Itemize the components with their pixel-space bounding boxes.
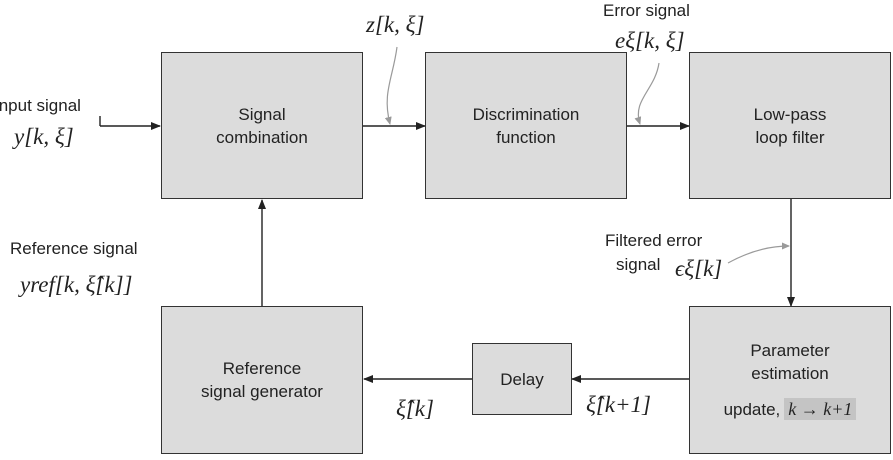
reference-generator-line1: Reference xyxy=(222,359,302,378)
discrimination-line1: Discrimination xyxy=(472,104,580,124)
error-signal-pointer xyxy=(634,62,660,125)
filtered-error-label-line1: Filtered error xyxy=(605,231,703,250)
update-expression: k → k+1 xyxy=(784,398,857,420)
filtered-error-expression: ϵξ[k] xyxy=(675,256,723,281)
signal-combination-block: Signal combination xyxy=(161,52,363,199)
loop-filter-line1: Low-pass xyxy=(753,104,827,124)
combined-signal-expression: z[k, ξ] xyxy=(366,12,425,37)
parameter-estimation-line1: Parameter xyxy=(750,341,830,360)
estimate-next-expression: ξ̂[k+1] xyxy=(586,392,651,417)
parameter-estimation-line2: estimation xyxy=(751,364,829,383)
discrimination-line2: function xyxy=(496,127,556,147)
loop-filter-line2: loop filter xyxy=(755,127,825,147)
reference-signal-expression: yref[k, ξ̂[k]] xyxy=(20,272,133,297)
update-label: update, xyxy=(723,400,781,419)
reference-generator-block: Reference signal generator xyxy=(161,306,363,454)
signal-combination-line2: combination xyxy=(216,127,308,147)
update-rule: update,k → k+1 xyxy=(724,398,857,421)
delay-block: Delay xyxy=(472,343,572,415)
discrimination-block: Discrimination function xyxy=(425,52,627,199)
input-signal-expression: y[k, ξ] xyxy=(14,124,74,149)
filtered-signal-pointer xyxy=(727,242,790,264)
filtered-error-label-line2: signal xyxy=(616,255,661,274)
signal-combination-line1: Signal xyxy=(238,104,286,124)
delay-label: Delay xyxy=(500,369,544,389)
parameter-estimation-block: Parameter estimation update,k → k+1 xyxy=(689,306,891,454)
input-signal-label: Input signal xyxy=(0,96,81,115)
reference-signal-label: Reference signal xyxy=(10,239,138,258)
error-signal-expression: eξ[k, ξ] xyxy=(615,28,685,53)
reference-generator-line2: signal generator xyxy=(201,382,323,401)
estimate-expression: ξ̂[k] xyxy=(396,396,434,421)
loop-filter-block: Low-pass loop filter xyxy=(689,52,891,199)
combined-signal-pointer xyxy=(384,46,398,125)
error-signal-label: Error signal xyxy=(603,1,690,20)
